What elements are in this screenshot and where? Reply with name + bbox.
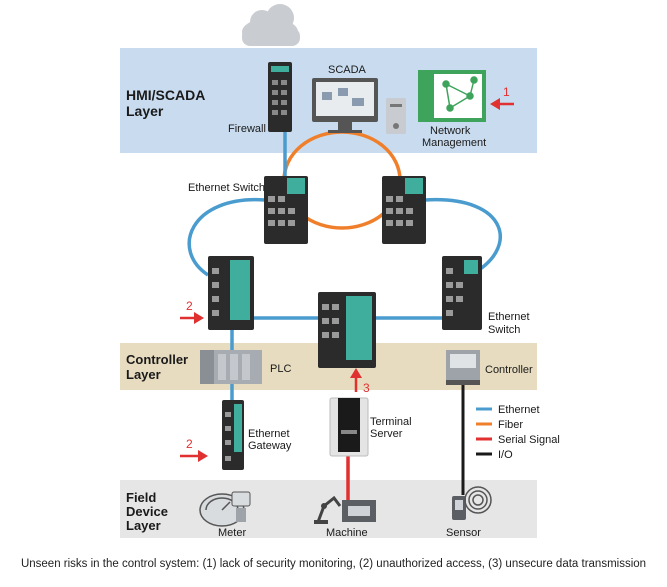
ethernet-gateway-device [222,400,244,470]
controller-device [446,350,480,385]
meter-label: Meter [218,527,246,539]
legend: Ethernet Fiber Serial Signal I/O [476,404,560,461]
legend-label-io: I/O [498,449,513,461]
ethernet-switch-right-label: Ethernet Switch [488,311,533,336]
hmi-scada-layer-label: HMI/SCADA Layer [126,87,209,119]
risk-number-2-switch: 2 [186,299,193,313]
risk-number-3: 3 [363,381,370,395]
ethernet-switch-center [318,292,376,368]
scada-monitor [312,78,406,134]
machine-icon [314,495,376,524]
cloud-icon [242,4,300,46]
firewall-label: Firewall [228,123,266,135]
ethernet-gateway-label: Ethernet Gateway [248,428,293,452]
risk-arrow-gateway: 2 [180,437,208,462]
figure-caption: Unseen risks in the control system: (1) … [20,558,647,570]
network-management-screen [418,70,486,122]
plc-device [200,350,262,384]
risk-number-1: 1 [503,85,510,99]
field-device-band [120,480,537,538]
terminal-server-label: Terminal Server [370,416,415,440]
machine-label: Machine [326,527,368,539]
ethernet-switch-left [208,256,254,330]
risk-arrow-switch-left: 2 [180,299,204,324]
risk-arrow-terminal-server: 3 [350,368,370,395]
legend-label-ethernet: Ethernet [498,404,540,416]
meter-icon [199,491,251,527]
terminal-server-device [329,397,369,457]
legend-label-fiber: Fiber [498,419,523,431]
ethernet-switch-top-left [264,176,308,244]
sensor-icon [452,486,492,520]
field-device-layer-label: Field Device Layer [126,490,172,533]
ethernet-switch-right [442,256,482,330]
ethernet-switch-top-label: Ethernet Switch [188,182,265,194]
sensor-label: Sensor [446,527,481,539]
firewall-device [268,62,292,132]
ethernet-switch-top-right [382,176,426,244]
scada-label: SCADA [328,64,367,76]
risk-number-2-gateway: 2 [186,437,193,451]
controller-label: Controller [485,364,533,376]
controller-layer-label: Controller Layer [126,352,192,382]
legend-label-serial: Serial Signal [498,434,560,446]
plc-label: PLC [270,363,291,375]
network-management-label: Network Management [422,125,486,149]
risk-arrow-network-management: 1 [490,85,514,110]
